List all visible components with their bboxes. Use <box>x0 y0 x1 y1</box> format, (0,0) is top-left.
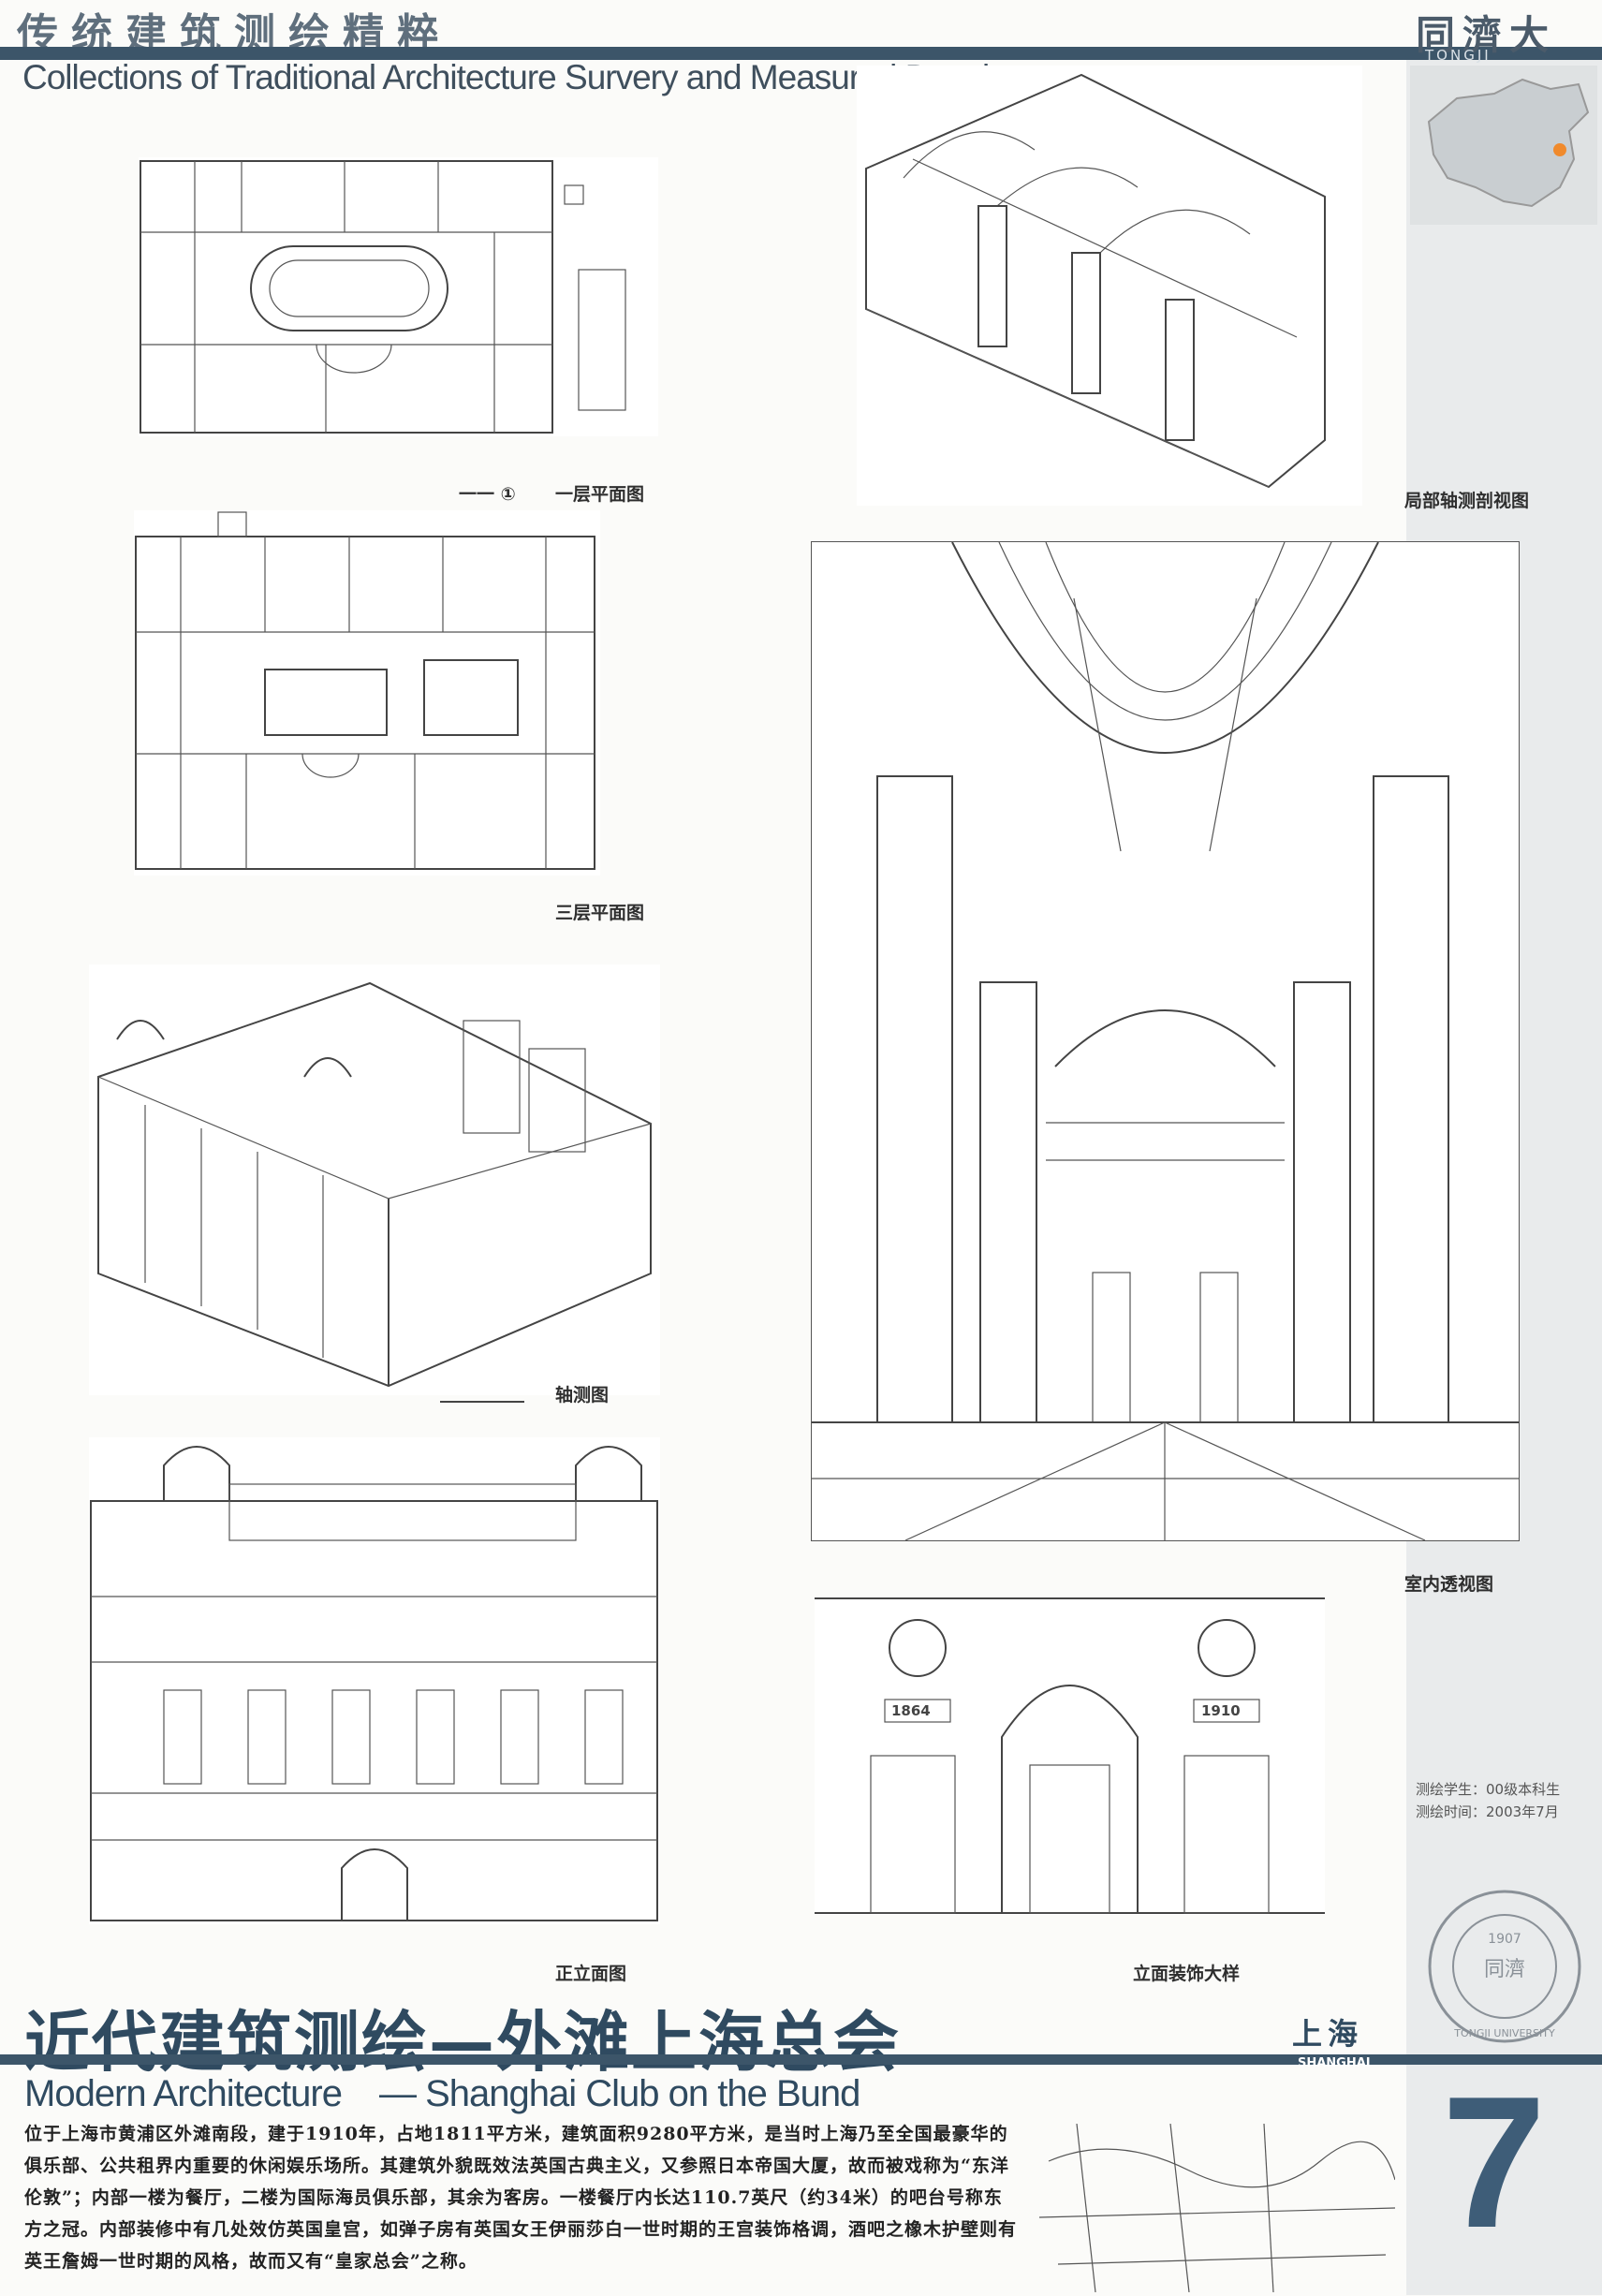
first-floor-plan-mark: 一一 ① <box>459 484 516 505</box>
page-title-cn: 近代建筑测绘—外滩上海总会 <box>24 2004 901 2081</box>
header-rule <box>0 47 1602 60</box>
description-paragraph: 位于上海市黄浦区外滩南段，建于1910年，占地1811平方米，建筑面积9280平… <box>24 2124 1018 2272</box>
title-rule <box>0 2054 1602 2065</box>
university-seal-icon: 1907 同濟 TONGJI UNIVERSITY <box>1425 1887 1584 2046</box>
front-elevation-drawing <box>89 1437 660 1924</box>
interior-perspective-drawing <box>811 541 1520 1541</box>
third-floor-plan-caption: 三层平面图 <box>555 903 645 923</box>
axonometric-section-caption: 局部轴测剖视图 <box>1404 491 1530 511</box>
svg-text:同濟: 同濟 <box>1484 1958 1525 1981</box>
page-number: 7 <box>1442 2058 1547 2267</box>
page-title-en-right: — Shanghai Club on the Bund <box>379 2073 860 2114</box>
site-map-drawing <box>1038 2123 1396 2293</box>
page-title-en-left: Modern Architecture <box>24 2073 343 2114</box>
year-plaque-right: 1910 <box>1201 1702 1241 1719</box>
city-label-en: SHANGHAI <box>1298 2056 1371 2070</box>
axonometric-drawing <box>89 964 660 1395</box>
year-plaque-left: 1864 <box>891 1702 931 1719</box>
first-floor-plan-drawing <box>139 157 658 436</box>
svg-text:TONGJI UNIVERSITY: TONGJI UNIVERSITY <box>1453 2027 1555 2039</box>
first-floor-plan-caption: 一层平面图 <box>555 484 645 505</box>
elevation-detail-caption: 立面装饰大样 <box>1133 1964 1241 1984</box>
third-floor-plan-drawing <box>134 510 600 876</box>
svg-text:1907: 1907 <box>1488 1932 1521 1947</box>
front-elevation-caption: 正立面图 <box>555 1964 627 1984</box>
scale-bar <box>440 1401 524 1408</box>
china-map-icon <box>1410 66 1597 225</box>
axonometric-caption: 轴测图 <box>555 1385 610 1406</box>
elevation-detail-drawing <box>815 1597 1325 1915</box>
city-label-cn: 上海 <box>1292 2016 1364 2052</box>
partial-axonometric-section-drawing <box>857 66 1362 506</box>
surveyors-line: 测绘学生：00级本科生 <box>1416 1781 1561 1798</box>
survey-date-line: 测绘时间：2003年7月 <box>1416 1803 1559 1820</box>
interior-perspective-caption: 室内透视图 <box>1404 1574 1494 1595</box>
